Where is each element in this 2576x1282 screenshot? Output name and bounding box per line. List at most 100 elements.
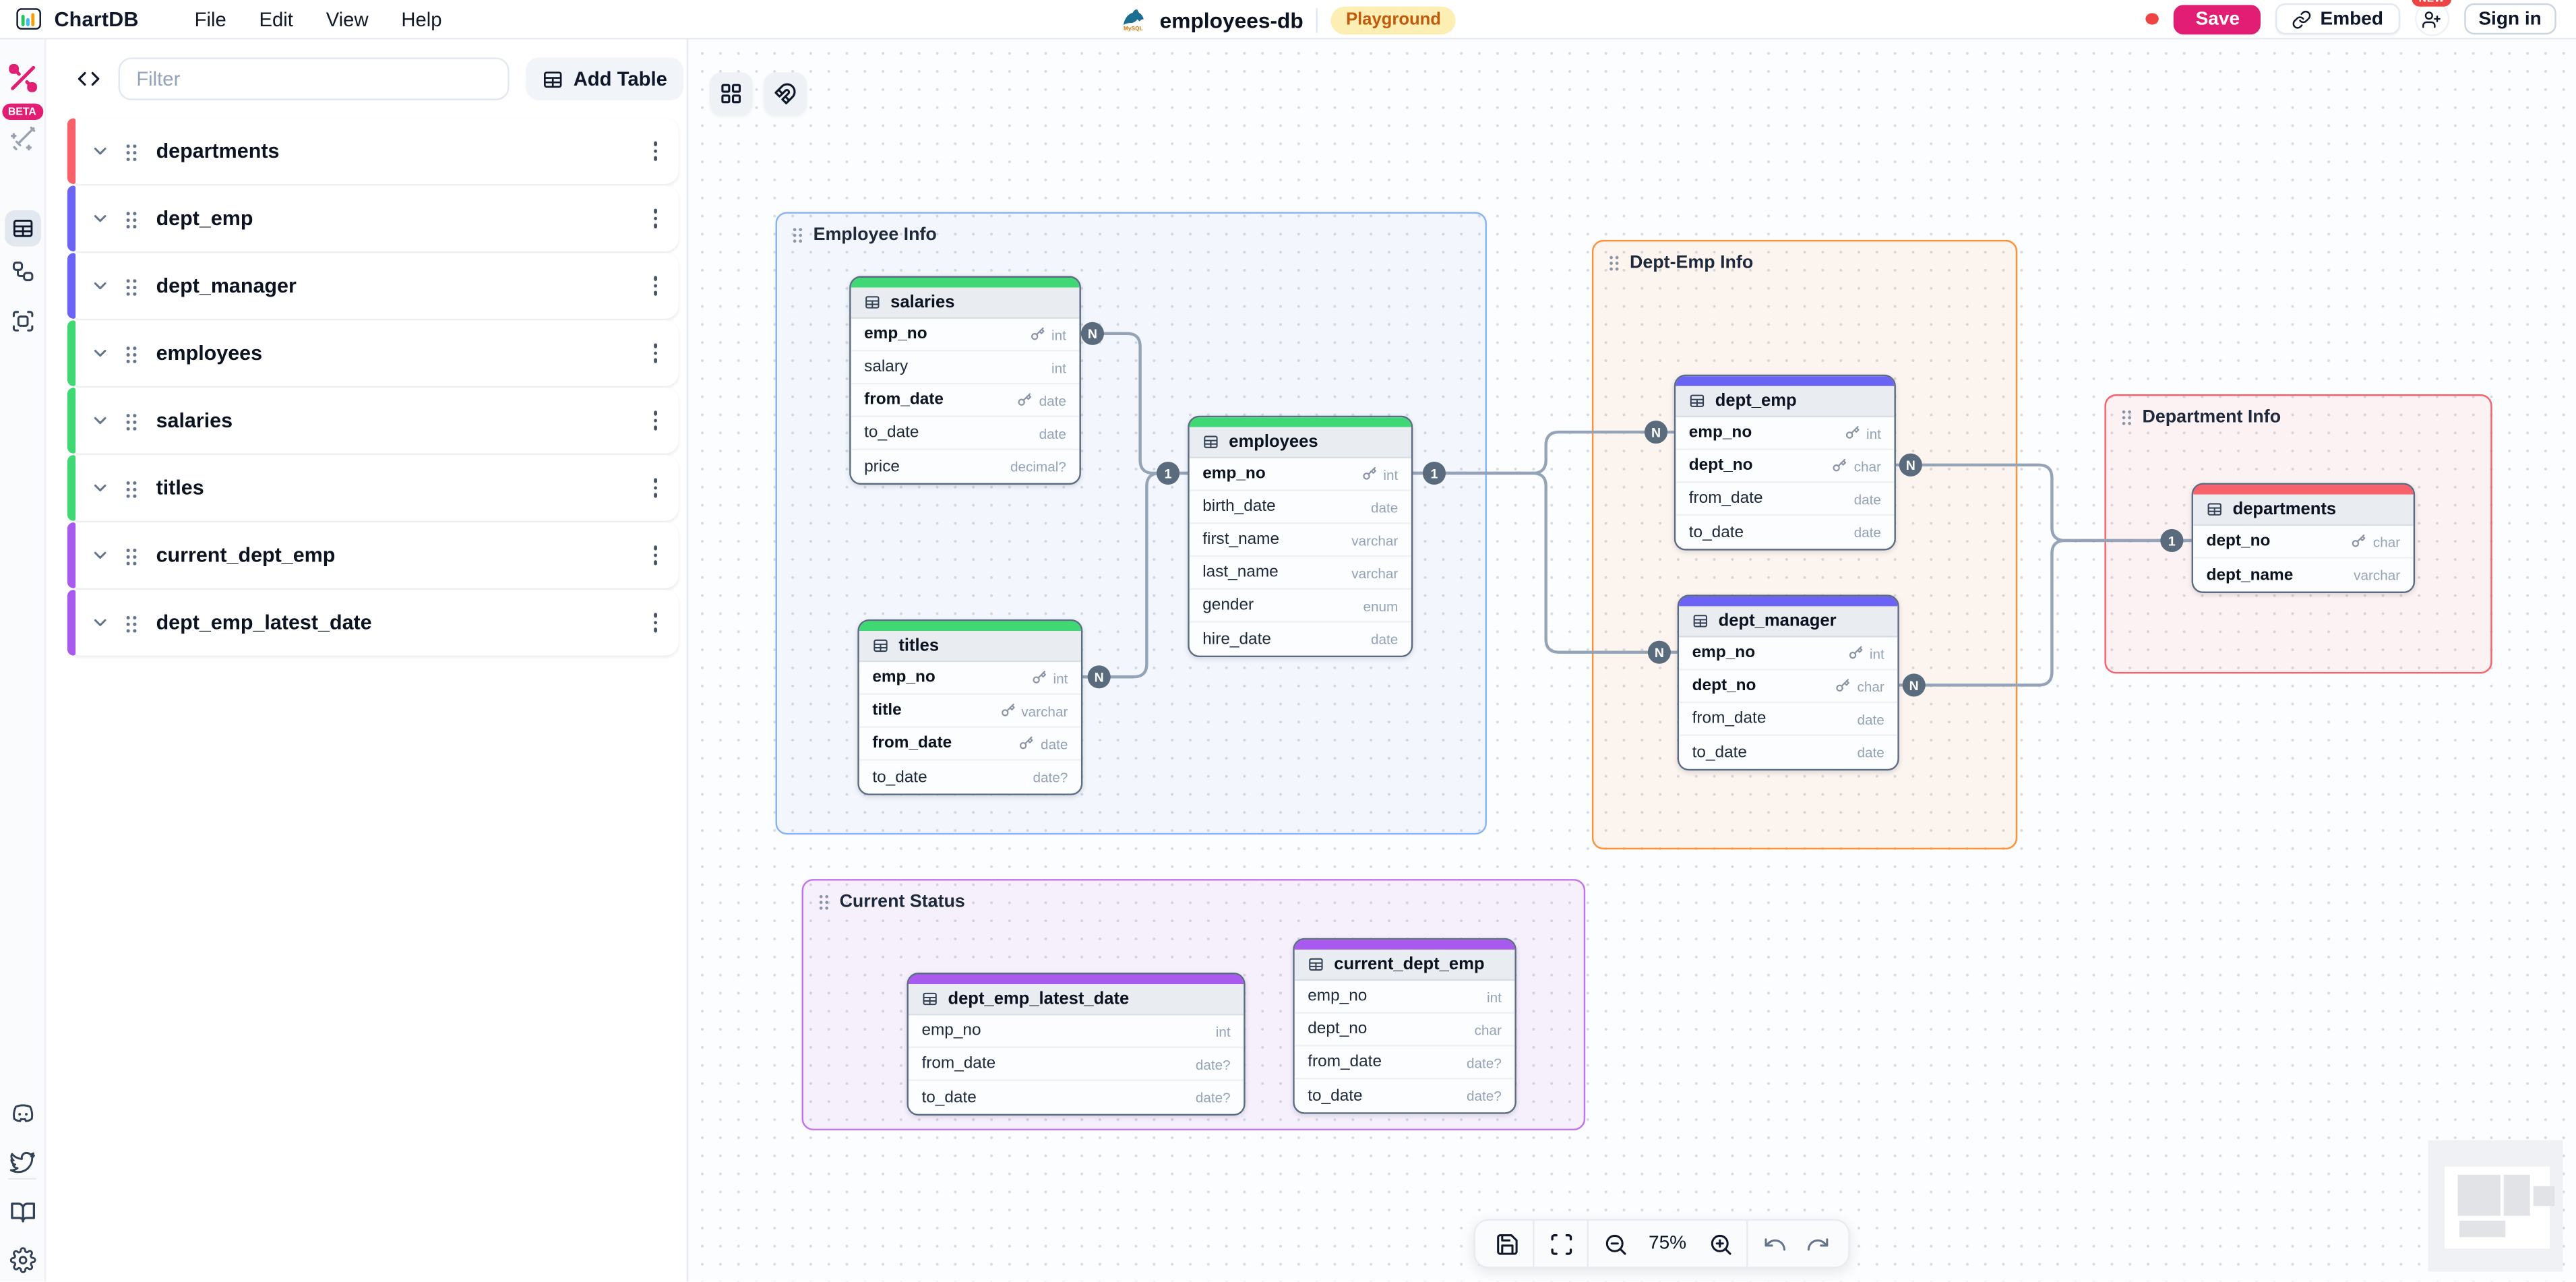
field-row-from_date[interactable]: from_date date? xyxy=(908,1048,1244,1081)
field-row-emp_no[interactable]: emp_no int xyxy=(908,1015,1244,1049)
minimap[interactable] xyxy=(2428,1140,2563,1272)
table-header[interactable]: dept_emp xyxy=(1676,386,1895,418)
sidebar-table-current_dept_emp[interactable]: current_dept_emp xyxy=(67,522,679,588)
field-row-to_date[interactable]: to_date date xyxy=(1676,516,1895,549)
table-menu-icon[interactable] xyxy=(653,545,657,565)
drag-handle-icon[interactable] xyxy=(818,894,830,911)
field-row-emp_no[interactable]: emp_no int xyxy=(1676,417,1895,450)
code-view-icon[interactable] xyxy=(72,63,105,96)
relationship-edge[interactable] xyxy=(1895,463,2192,543)
snap-magnet-button[interactable] xyxy=(764,72,807,115)
zoom-in-icon[interactable] xyxy=(1698,1223,1741,1265)
table-header[interactable]: employees xyxy=(1189,427,1411,459)
diagram-canvas[interactable]: Employee Info Dept-Emp Info Department I… xyxy=(688,39,2576,1282)
drag-handle-icon[interactable] xyxy=(1608,254,1620,272)
save-button[interactable]: Save xyxy=(2174,4,2261,34)
discord-icon[interactable] xyxy=(9,1101,35,1127)
chevron-down-icon[interactable] xyxy=(90,276,110,296)
drag-handle-icon[interactable] xyxy=(125,276,138,295)
table-header[interactable]: departments xyxy=(2193,494,2414,526)
zoom-out-icon[interactable] xyxy=(1593,1223,1636,1265)
table-header[interactable]: current_dept_emp xyxy=(1294,949,1515,981)
table-node-titles[interactable]: titles emp_no int title varchar from_dat… xyxy=(857,619,1083,795)
table-node-employees[interactable]: employees emp_no int birth_date date fir… xyxy=(1188,415,1413,657)
settings-gear-icon[interactable] xyxy=(9,1247,36,1273)
sidebar-table-dept_emp[interactable]: dept_emp xyxy=(67,185,679,251)
tables-panel-icon[interactable] xyxy=(4,210,40,247)
chevron-down-icon[interactable] xyxy=(90,410,110,430)
drag-handle-icon[interactable] xyxy=(125,209,138,228)
field-row-to_date[interactable]: to_date date? xyxy=(859,760,1081,794)
chevron-down-icon[interactable] xyxy=(90,343,110,363)
table-menu-icon[interactable] xyxy=(653,209,657,228)
field-row-dept_no[interactable]: dept_no char xyxy=(1676,450,1895,483)
zoom-level[interactable]: 75% xyxy=(1648,1233,1687,1254)
drag-handle-icon[interactable] xyxy=(125,479,138,497)
field-row-dept_name[interactable]: dept_name varchar xyxy=(2193,558,2414,592)
field-row-title[interactable]: title varchar xyxy=(859,695,1081,728)
field-row-emp_no[interactable]: emp_no int xyxy=(859,662,1081,696)
table-node-dept_emp[interactable]: dept_emp emp_no int dept_no char from_da… xyxy=(1674,374,1896,551)
field-row-birth_date[interactable]: birth_date date xyxy=(1189,491,1411,524)
chevron-down-icon[interactable] xyxy=(90,142,110,161)
table-node-current_dept_emp[interactable]: current_dept_emp emp_no int dept_no char… xyxy=(1293,938,1516,1114)
relationship-edge[interactable] xyxy=(1082,471,1188,679)
field-row-from_date[interactable]: from_date date xyxy=(1676,483,1895,516)
filter-input[interactable] xyxy=(118,57,510,100)
field-row-dept_no[interactable]: dept_no char xyxy=(1294,1013,1515,1047)
field-row-emp_no[interactable]: emp_no int xyxy=(1189,458,1411,491)
table-header[interactable]: titles xyxy=(859,631,1081,663)
undo-icon[interactable] xyxy=(1753,1223,1796,1265)
embed-button[interactable]: Embed xyxy=(2275,3,2400,35)
reorder-tables-button[interactable] xyxy=(710,72,753,115)
relationship-edge[interactable] xyxy=(1080,332,1188,475)
drag-handle-icon[interactable] xyxy=(125,411,138,430)
field-row-salary[interactable]: salary int xyxy=(851,351,1080,385)
invite-user-button[interactable]: NEW xyxy=(2412,0,2451,36)
field-row-emp_no[interactable]: emp_no int xyxy=(851,318,1080,352)
field-row-to_date[interactable]: to_date date? xyxy=(908,1080,1244,1114)
table-node-salaries[interactable]: salaries emp_no int salary int from_date… xyxy=(849,276,1081,485)
chartdb-tools-icon[interactable] xyxy=(7,63,38,94)
sign-in-button[interactable]: Sign in xyxy=(2463,3,2556,35)
table-node-dept_manager[interactable]: dept_manager emp_no int dept_no char fro… xyxy=(1677,594,1899,771)
fit-view-icon[interactable] xyxy=(1539,1223,1582,1265)
save-diagram-icon[interactable] xyxy=(1485,1223,1528,1265)
menu-help[interactable]: Help xyxy=(401,7,442,31)
field-row-to_date[interactable]: to_date date xyxy=(851,417,1080,450)
menu-edit[interactable]: Edit xyxy=(259,7,293,31)
field-row-from_date[interactable]: from_date date xyxy=(1679,703,1898,736)
field-row-from_date[interactable]: from_date date? xyxy=(1294,1046,1515,1080)
field-row-from_date[interactable]: from_date date xyxy=(851,384,1080,418)
table-menu-icon[interactable] xyxy=(653,613,657,632)
field-row-dept_no[interactable]: dept_no char xyxy=(1679,670,1898,704)
twitter-icon[interactable] xyxy=(9,1150,35,1176)
drag-handle-icon[interactable] xyxy=(791,226,803,243)
field-row-hire_date[interactable]: hire_date date xyxy=(1189,622,1411,656)
menu-file[interactable]: File xyxy=(194,7,226,31)
chevron-down-icon[interactable] xyxy=(90,613,110,632)
relationship-edge[interactable] xyxy=(1899,539,2192,687)
chevron-down-icon[interactable] xyxy=(90,478,110,497)
table-node-dept_emp_latest_date[interactable]: dept_emp_latest_date emp_no int from_dat… xyxy=(907,973,1246,1116)
relationship-edge[interactable] xyxy=(1413,430,1674,475)
table-menu-icon[interactable] xyxy=(653,142,657,161)
menu-view[interactable]: View xyxy=(326,7,369,31)
sidebar-table-dept_emp_latest_date[interactable]: dept_emp_latest_date xyxy=(67,590,679,656)
field-row-from_date[interactable]: from_date date xyxy=(859,727,1081,761)
field-row-first_name[interactable]: first_name varchar xyxy=(1189,524,1411,557)
table-menu-icon[interactable] xyxy=(653,343,657,363)
field-row-emp_no[interactable]: emp_no int xyxy=(1679,637,1898,671)
magic-wand-icon[interactable] xyxy=(8,125,36,152)
drag-handle-icon[interactable] xyxy=(125,142,138,160)
docs-book-icon[interactable] xyxy=(9,1199,35,1225)
sidebar-table-departments[interactable]: departments xyxy=(67,118,679,184)
table-menu-icon[interactable] xyxy=(653,276,657,296)
sidebar-table-titles[interactable]: titles xyxy=(67,455,679,521)
field-row-emp_no[interactable]: emp_no int xyxy=(1294,981,1515,1014)
redo-icon[interactable] xyxy=(1796,1223,1838,1265)
sidebar-table-employees[interactable]: employees xyxy=(67,320,679,386)
table-menu-icon[interactable] xyxy=(653,478,657,497)
field-row-price[interactable]: price decimal? xyxy=(851,450,1080,483)
add-table-button[interactable]: Add Table xyxy=(526,57,684,100)
